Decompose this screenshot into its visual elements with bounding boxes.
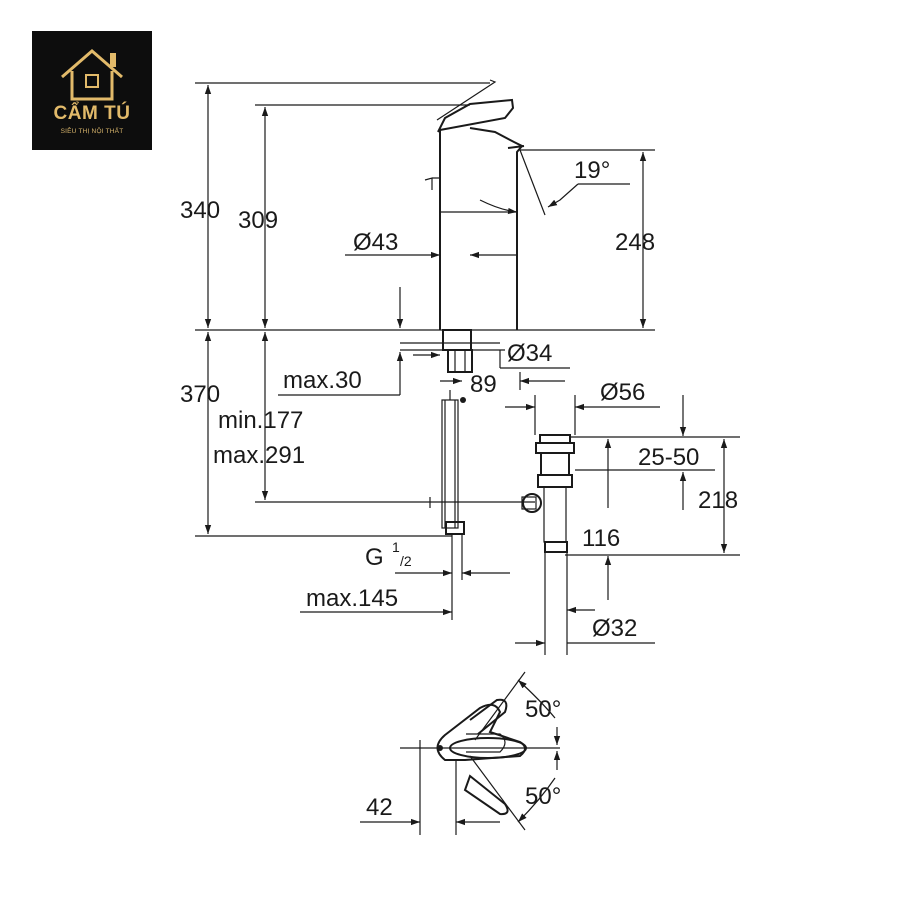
label-19-deg: 19° (574, 157, 610, 184)
angle-19-arc-left (479, 199, 518, 215)
label-42: 42 (366, 794, 393, 821)
angle-19-line (519, 149, 546, 216)
store-logo: CẨM TÚ SIÊU THỊ NỘI THẤT (32, 31, 152, 150)
label-50-deg-top: 50° (525, 696, 561, 723)
label-max145: max.145 (306, 585, 398, 612)
label-309: 309 (238, 207, 278, 234)
label-g-sup: 1 (392, 539, 400, 555)
faucet-shank (400, 329, 505, 373)
label-25-50: 25-50 (638, 444, 699, 471)
label-248: 248 (615, 229, 655, 256)
angle-bottom-arc (517, 777, 556, 823)
label-max30: max.30 (283, 367, 362, 394)
label-116: 116 (582, 525, 620, 552)
brand-tagline: SIÊU THỊ NỘI THẤT (60, 128, 124, 135)
angle-top-ray (474, 671, 526, 741)
supply-hose (441, 390, 466, 620)
label-g-connection: G (365, 544, 384, 571)
angle-top-arc (517, 679, 556, 719)
label-218: 218 (698, 487, 738, 514)
label-dia32: Ø32 (592, 615, 637, 642)
faucet-body (424, 79, 525, 330)
brand-name: CẨM TÚ (53, 103, 131, 124)
angle-bottom-ray (469, 755, 526, 831)
label-50-deg-bottom: 50° (525, 783, 561, 810)
label-dia34: Ø34 (507, 340, 552, 367)
label-89: 89 (470, 371, 497, 398)
house-logo-icon (61, 49, 123, 101)
label-min177: min.177 (218, 407, 303, 434)
lever-plan-view (436, 698, 527, 816)
drain-assembly (521, 434, 575, 655)
label-370: 370 (180, 381, 220, 408)
label-dia56: Ø56 (600, 379, 645, 406)
label-max291: max.291 (213, 442, 305, 469)
angle-19-leader (547, 183, 579, 208)
label-g-sub: /2 (400, 553, 412, 569)
label-340: 340 (180, 197, 220, 224)
label-dia43: Ø43 (353, 229, 398, 256)
